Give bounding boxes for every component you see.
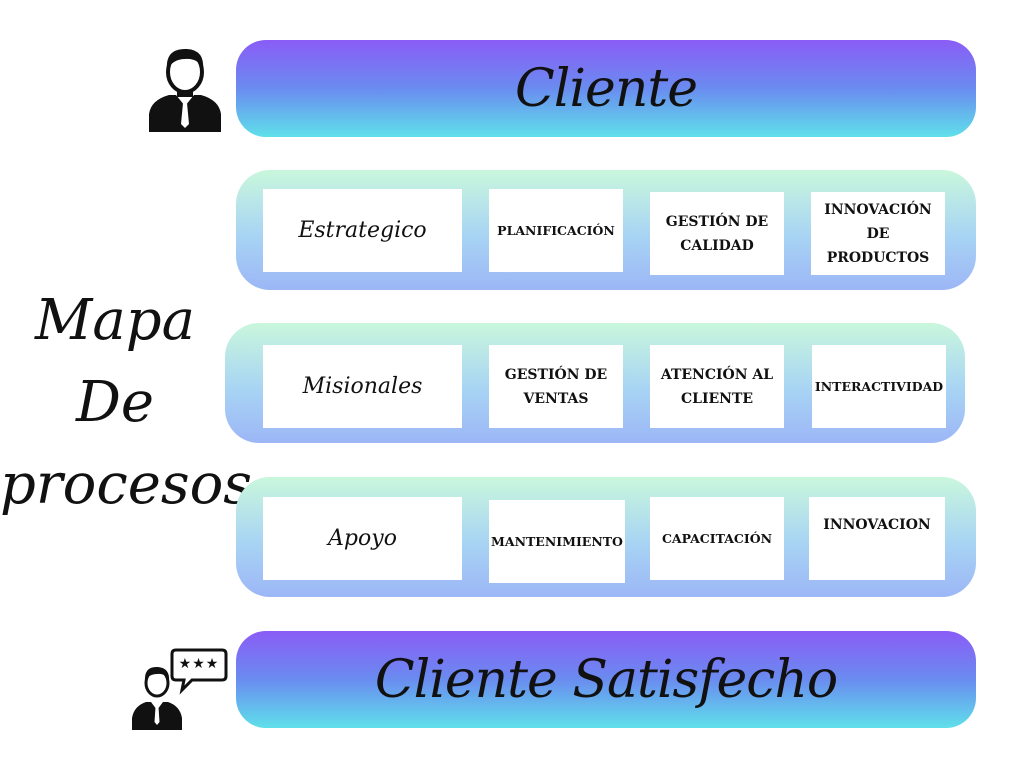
missional-item-box: INTERACTIVIDAD <box>812 345 946 428</box>
process-item-label: CAPACITACIÓN <box>661 530 773 546</box>
process-item-label: PLANIFICACIÓN <box>497 222 615 238</box>
missional-category-box: Misionales <box>263 345 462 428</box>
process-item-label: MANTENIMIENTO <box>491 533 623 549</box>
missional-item-box: ATENCIÓN AL CLIENTE <box>650 345 784 428</box>
missional-item-box: GESTIÓN DE VENTAS <box>489 345 623 428</box>
customer-rating-icon: ★★★ <box>130 646 230 730</box>
support-item-box: INNOVACION <box>809 497 945 580</box>
strategic-item-box: PLANIFICACIÓN <box>489 189 623 272</box>
businessman-icon <box>149 48 221 132</box>
strategic-item-box: INNOVACIÓN DE PRODUCTOS <box>811 192 945 275</box>
title-line-2: De <box>75 370 155 435</box>
support-item-box: CAPACITACIÓN <box>650 497 784 580</box>
process-item-label: GESTIÓN DE VENTAS <box>504 366 608 407</box>
client-band: Cliente <box>236 40 976 137</box>
missional-category-label: Misionales <box>302 374 423 399</box>
support-category-box: Apoyo <box>263 497 462 580</box>
support-category-label: Apoyo <box>328 526 397 551</box>
process-item-label: INTERACTIVIDAD <box>814 378 944 394</box>
strategic-item-box: GESTIÓN DE CALIDAD <box>650 192 784 275</box>
satisfied-client-band-label: Cliente Satisfecho <box>374 649 838 710</box>
satisfied-client-band: Cliente Satisfecho <box>236 631 976 728</box>
process-item-label: INNOVACION <box>823 516 931 533</box>
support-item-box: MANTENIMIENTO <box>489 500 625 583</box>
rating-stars: ★★★ <box>178 656 220 672</box>
process-item-label: ATENCIÓN AL CLIENTE <box>660 366 774 407</box>
process-item-label: INNOVACIÓN DE PRODUCTOS <box>824 201 932 266</box>
title-line-1: Mapa <box>35 288 195 353</box>
client-band-label: Cliente <box>515 58 698 119</box>
process-item-label: GESTIÓN DE CALIDAD <box>665 213 769 254</box>
strategic-category-label: Estrategico <box>298 218 427 243</box>
strategic-category-box: Estrategico <box>263 189 462 272</box>
title-line-3: procesos <box>0 452 253 517</box>
process-map-title: Mapa De procesos <box>0 280 253 526</box>
